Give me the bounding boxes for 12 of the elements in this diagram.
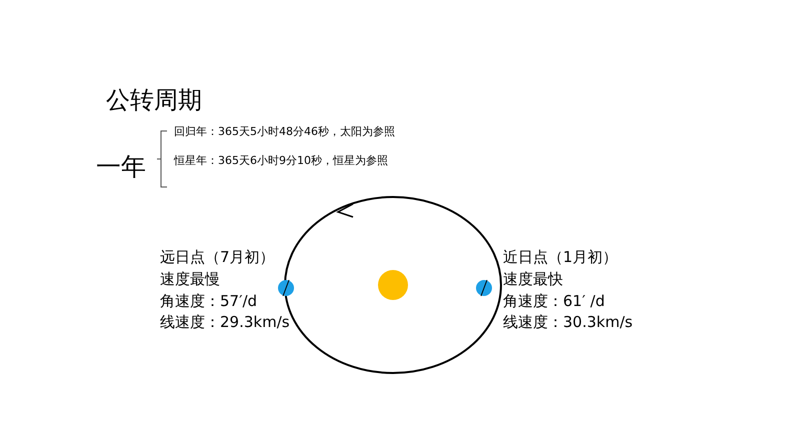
note-text: 恒星年：365天6小时9分10秒，恒星为参照 <box>174 153 388 168</box>
text-line: 角速度：61′ /d <box>503 292 605 311</box>
text-line: 速度最慢 <box>160 270 220 289</box>
title: 公转周期 <box>106 85 202 116</box>
heading: 一年 <box>96 151 146 183</box>
text-line: 角速度：57′/d <box>160 292 258 311</box>
note-text: 回归年：365天5小时48分46秒，太阳为参照 <box>174 124 395 139</box>
point-label: 近日点（1月初） <box>503 248 618 267</box>
text-line: 线速度：30.3km/s <box>503 313 633 332</box>
text-line: 线速度：29.3km/s <box>160 313 290 332</box>
point-label: 远日点（7月初） <box>160 248 275 267</box>
text-line: 速度最快 <box>503 270 563 289</box>
